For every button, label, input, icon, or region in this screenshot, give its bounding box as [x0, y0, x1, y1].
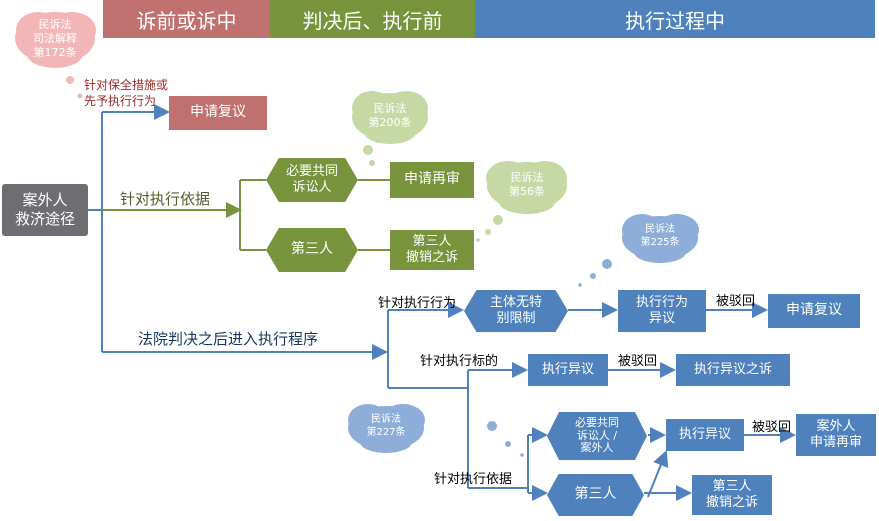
- cloud-shape-225: [622, 214, 699, 263]
- sub3-label: 针对执行依据: [434, 472, 513, 487]
- cloud-note-200: 民诉法 第200条: [368, 102, 412, 129]
- execution-act-objection-box: 执行行为 异议: [618, 290, 706, 332]
- branch3-label: 法院判决之后进入执行程序: [138, 330, 319, 348]
- band-during-execution: 执行过程中: [475, 0, 875, 38]
- cloud-note-225: 民诉法 第225条: [640, 224, 680, 248]
- band-after-judgment: 判决后、执行前: [270, 0, 475, 38]
- sub3-rejected-label: 被驳回: [752, 420, 792, 435]
- band-pre-litigation: 诉前或诉中: [103, 0, 270, 38]
- cloud-shape-227: [348, 404, 425, 453]
- branch2-label: 针对执行依据: [120, 190, 211, 208]
- cloud-note-56: 民诉法 第56条: [509, 171, 545, 198]
- necessary-co-litigant-hex: 必要共同 诉讼人: [266, 158, 358, 202]
- subject-unrestricted-hex: 主体无特 别限制: [464, 290, 568, 332]
- cloud-shape-200: [352, 91, 428, 144]
- sub1-rejected-label: 被驳回: [716, 294, 756, 309]
- execution-objection-box-2: 执行异议: [666, 419, 744, 451]
- execution-objection-box-1: 执行异议: [528, 354, 608, 386]
- apply-review-box-1: 申请复议: [169, 96, 267, 130]
- cloud-shape-56: [486, 161, 567, 214]
- third-party-revocation-box-2: 第三人 撤销之诉: [692, 475, 772, 515]
- sub2-rejected-label: 被驳回: [618, 354, 658, 369]
- cloud-shape-172: [15, 12, 96, 68]
- branch1-label: 针对保全措施或 先予执行行为: [84, 78, 169, 108]
- third-party-hex-1: 第三人: [266, 228, 358, 272]
- retrial-box: 申请再审: [390, 162, 474, 198]
- co-litigant-or-outsider-hex: 必要共同 诉讼人 / 案外人: [547, 412, 647, 460]
- execution-objection-lawsuit-box: 执行异议之诉: [676, 354, 790, 386]
- sub1-label: 针对执行行为: [378, 296, 457, 311]
- third-party-hex-2: 第三人: [547, 474, 644, 516]
- cloud-note-172: 民诉法 司法解释 第172条: [33, 18, 77, 59]
- apply-review-box-2: 申请复议: [768, 294, 860, 328]
- sub2-label: 针对执行标的: [420, 354, 499, 369]
- third-party-revocation-box-1: 第三人 撤销之诉: [390, 230, 474, 270]
- outsider-retrial-box: 案外人 申请再审: [796, 414, 876, 456]
- cloud-note-227: 民诉法 第227条: [366, 414, 406, 438]
- root-remedy-box: 案外人 救济途径: [2, 184, 88, 236]
